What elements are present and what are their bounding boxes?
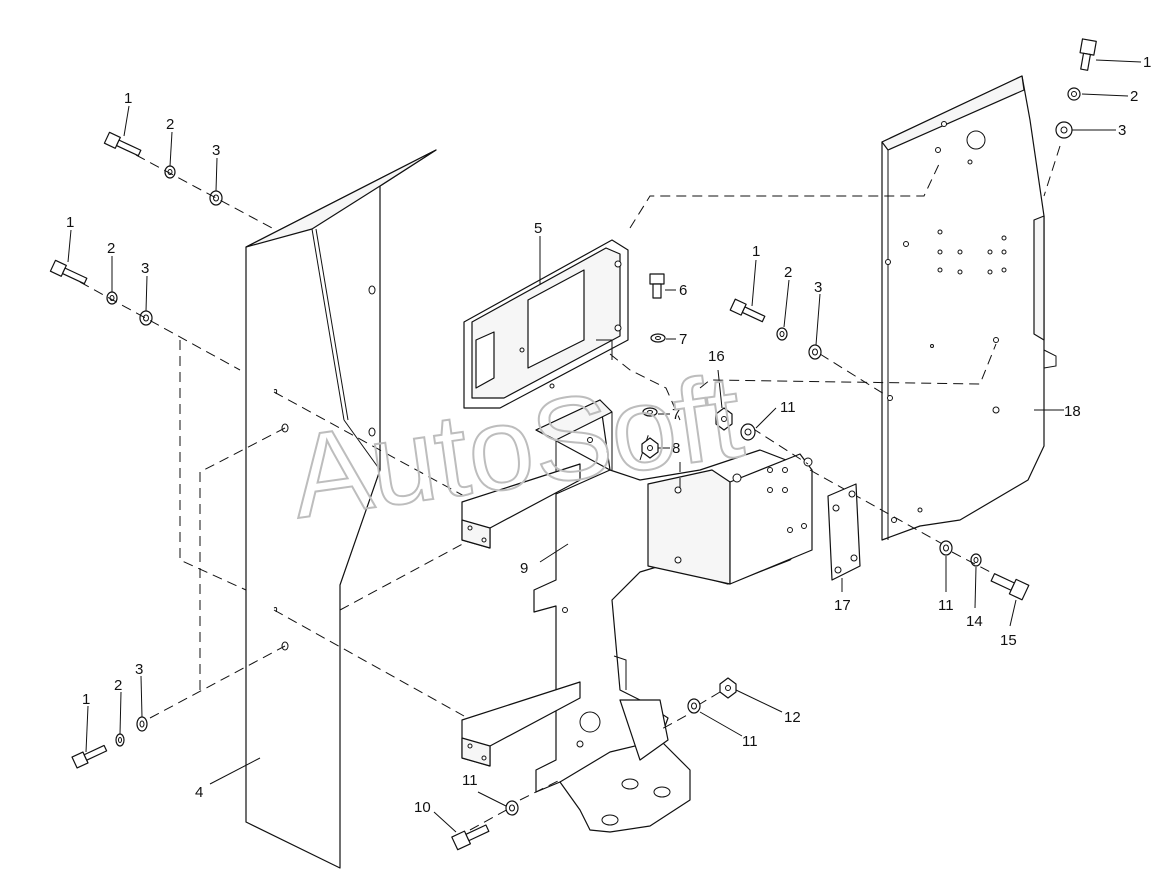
callout-11: 11 xyxy=(938,597,954,614)
fastener-set-left-mid xyxy=(49,259,241,371)
fastener-set-bottom xyxy=(451,800,519,851)
washer-7-upper xyxy=(650,333,666,343)
callout-10: 10 xyxy=(414,799,431,816)
callout-8: 8 xyxy=(672,440,680,457)
callout-4: 4 xyxy=(195,784,203,801)
callout-1: 1 xyxy=(66,214,74,231)
callout-2: 2 xyxy=(1130,88,1138,105)
nut-8 xyxy=(641,437,659,459)
callout-3: 3 xyxy=(1118,122,1126,139)
fastener-set-bottom-right xyxy=(687,677,737,714)
callout-2: 2 xyxy=(166,116,174,133)
part-4-left-panel xyxy=(245,149,437,869)
bracket-tab-lower xyxy=(461,681,581,767)
callout-16: 16 xyxy=(708,348,725,365)
callout-1: 1 xyxy=(1143,54,1151,71)
callout-1: 1 xyxy=(124,90,132,107)
bracket-tab-upper xyxy=(461,463,581,549)
bolt-6 xyxy=(649,273,665,299)
callout-3: 3 xyxy=(212,142,220,159)
leader-lines xyxy=(67,59,1142,833)
callout-2: 2 xyxy=(784,264,792,281)
callout-2: 2 xyxy=(107,240,115,257)
callout-6: 6 xyxy=(679,282,687,299)
fastener-set-left-top xyxy=(103,131,273,229)
callout-11: 11 xyxy=(780,399,796,416)
callout-9: 9 xyxy=(520,560,528,577)
nut-16 xyxy=(715,407,733,431)
part-18-right-panel xyxy=(881,75,1057,541)
callout-7: 7 xyxy=(679,331,687,348)
callout-12: 12 xyxy=(784,709,801,726)
callout-5: 5 xyxy=(534,220,542,237)
callout-3: 3 xyxy=(141,260,149,277)
callout-17: 17 xyxy=(834,597,851,614)
callout-11: 11 xyxy=(462,772,478,789)
callout-11: 11 xyxy=(742,733,758,750)
callout-14: 14 xyxy=(966,613,983,630)
callout-3: 3 xyxy=(814,279,822,296)
callout-1: 1 xyxy=(752,243,760,260)
part-9-center-frame xyxy=(533,399,813,793)
washer-7-lower xyxy=(642,407,658,417)
callout-18: 18 xyxy=(1064,403,1081,420)
fastener-set-left-bottom xyxy=(71,645,286,769)
fastener-set-right-top xyxy=(1055,38,1097,139)
callout-labels: 1 2 3 1 2 3 1 2 3 1 2 3 1 2 3 4 5 6 7 7 … xyxy=(66,54,1151,816)
washer-11-center xyxy=(740,423,756,441)
callout-2: 2 xyxy=(114,677,122,694)
fastener-set-right-bottom xyxy=(939,540,1030,601)
callout-7: 7 xyxy=(672,406,680,423)
callout-1: 1 xyxy=(82,691,90,708)
part-17-plate xyxy=(827,483,861,581)
bottom-mount-plate xyxy=(559,655,691,833)
callout-15: 15 xyxy=(1000,632,1017,649)
callout-3: 3 xyxy=(135,661,143,678)
part-5-cover-plate xyxy=(463,239,629,409)
fastener-set-center xyxy=(729,298,822,360)
